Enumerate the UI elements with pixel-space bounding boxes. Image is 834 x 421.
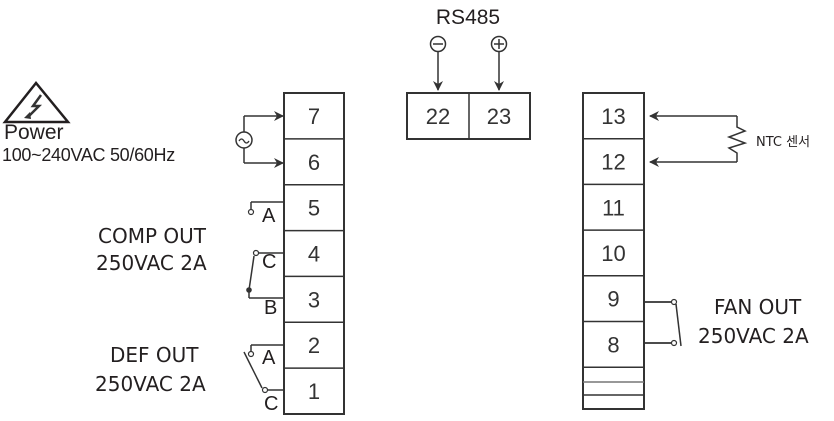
terminal-8: 8 xyxy=(607,332,619,357)
rs485-connection xyxy=(406,35,531,140)
resistor-icon xyxy=(726,116,748,162)
comp-contact-c: C xyxy=(262,251,277,273)
terminal-5: 5 xyxy=(308,196,320,221)
ntc-sensor-label: NTC 센서 xyxy=(756,135,811,150)
def-contact-a: A xyxy=(262,347,276,369)
def-out-title: DEF OUT xyxy=(110,343,199,367)
terminal-7: 7 xyxy=(308,104,320,129)
terminal-23: 23 xyxy=(487,104,511,129)
terminal-6: 6 xyxy=(308,150,320,175)
terminal-22: 22 xyxy=(426,104,450,129)
right-terminal-block: 13 12 11 10 9 8 xyxy=(582,92,645,410)
comp-out-relay xyxy=(246,201,284,299)
high-voltage-warning-icon xyxy=(2,81,71,124)
def-out-relay xyxy=(243,344,284,394)
def-contact-c: C xyxy=(264,393,279,415)
def-out-rating: 250VAC 2A xyxy=(95,372,206,396)
fan-out-title: FAN OUT xyxy=(714,295,802,319)
fan-out-rating: 250VAC 2A xyxy=(698,324,809,348)
terminal-9: 9 xyxy=(607,287,619,312)
terminal-4: 4 xyxy=(308,242,320,267)
power-spec: 100~240VAC 50/60Hz xyxy=(2,145,175,165)
terminal-12: 12 xyxy=(601,150,625,175)
left-terminal-block: 7 6 5 4 3 2 1 xyxy=(283,92,345,415)
ac-source-wiring xyxy=(235,111,284,168)
terminal-3: 3 xyxy=(308,287,320,312)
power-title: Power xyxy=(4,121,64,144)
ntc-sensor-wiring xyxy=(649,111,748,167)
comp-out-title: COMP OUT xyxy=(98,224,206,248)
terminal-13: 13 xyxy=(601,104,625,129)
terminal-2: 2 xyxy=(308,333,320,358)
comp-contact-b: B xyxy=(264,297,278,319)
terminal-10: 10 xyxy=(601,241,625,266)
terminal-11: 11 xyxy=(602,195,625,220)
terminal-1: 1 xyxy=(308,379,320,404)
comp-contact-a: A xyxy=(262,205,276,227)
rs485-title: RS485 xyxy=(435,6,501,29)
comp-out-rating: 250VAC 2A xyxy=(96,251,207,275)
fan-out-relay xyxy=(644,298,682,347)
